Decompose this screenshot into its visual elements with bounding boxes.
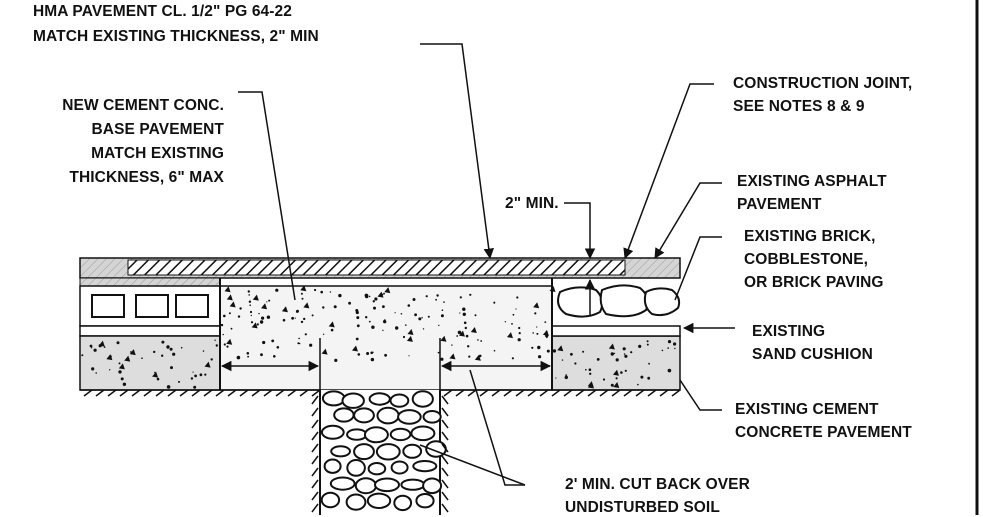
label-hma-line1: HMA PAVEMENT CL. 1/2" PG 64-22	[33, 3, 292, 20]
label-new-cement-line2: BASE PAVEMENT	[91, 121, 224, 138]
label-sand-cushion-line1: EXISTING	[752, 323, 826, 340]
label-existing-brick: EXISTING BRICK, COBBLESTONE, OR BRICK PA…	[744, 227, 884, 292]
label-new-cement-line1: NEW CEMENT CONC.	[62, 97, 224, 114]
label-existing-cement: EXISTING CEMENT CONCRETE PAVEMENT	[735, 400, 912, 442]
label-existing-asphalt: EXISTING ASPHALT PAVEMENT	[737, 172, 887, 214]
label-new-cement: NEW CEMENT CONC. BASE PAVEMENT MATCH EXI…	[20, 96, 224, 187]
label-existing-asphalt-line1: EXISTING ASPHALT	[737, 173, 887, 190]
label-cut-back-line2: UNDISTURBED SOIL	[565, 499, 720, 516]
label-new-cement-line4: THICKNESS, 6" MAX	[69, 169, 224, 186]
label-existing-brick-line2: COBBLESTONE,	[744, 251, 869, 268]
label-sand-cushion: EXISTING SAND CUSHION	[752, 322, 873, 364]
leader-lines	[238, 43, 735, 486]
label-construction-joint-line2: SEE NOTES 8 & 9	[733, 98, 865, 115]
label-new-cement-line3: MATCH EXISTING	[91, 145, 224, 162]
trench-gravel	[319, 390, 447, 515]
hma-pavement-layer	[79, 257, 681, 287]
label-sand-cushion-line2: SAND CUSHION	[752, 346, 873, 363]
label-existing-cement-line2: CONCRETE PAVEMENT	[735, 424, 912, 441]
label-existing-brick-line3: OR BRICK PAVING	[744, 274, 884, 291]
label-hma-line2: MATCH EXISTING THICKNESS, 2" MIN	[33, 28, 319, 45]
label-existing-cement-line1: EXISTING CEMENT	[735, 401, 879, 418]
label-existing-asphalt-line2: PAVEMENT	[737, 196, 822, 213]
new-cement-base	[219, 285, 553, 391]
label-cut-back-line1: 2' MIN. CUT BACK OVER	[565, 476, 750, 493]
label-construction-joint-line1: CONSTRUCTION JOINT,	[733, 75, 913, 92]
right-existing-layers	[551, 284, 681, 391]
ground-line	[80, 389, 681, 513]
label-hma-pavement: HMA PAVEMENT CL. 1/2" PG 64-22 MATCH EXI…	[33, 2, 319, 46]
left-brick-paving	[79, 285, 221, 327]
left-sand-cushion	[79, 325, 221, 337]
label-cut-back: 2' MIN. CUT BACK OVER UNDISTURBED SOIL	[565, 475, 750, 517]
label-existing-brick-line1: EXISTING BRICK,	[744, 228, 876, 245]
label-2in-min: 2" MIN.	[505, 195, 559, 212]
label-construction-joint: CONSTRUCTION JOINT, SEE NOTES 8 & 9	[733, 74, 912, 116]
